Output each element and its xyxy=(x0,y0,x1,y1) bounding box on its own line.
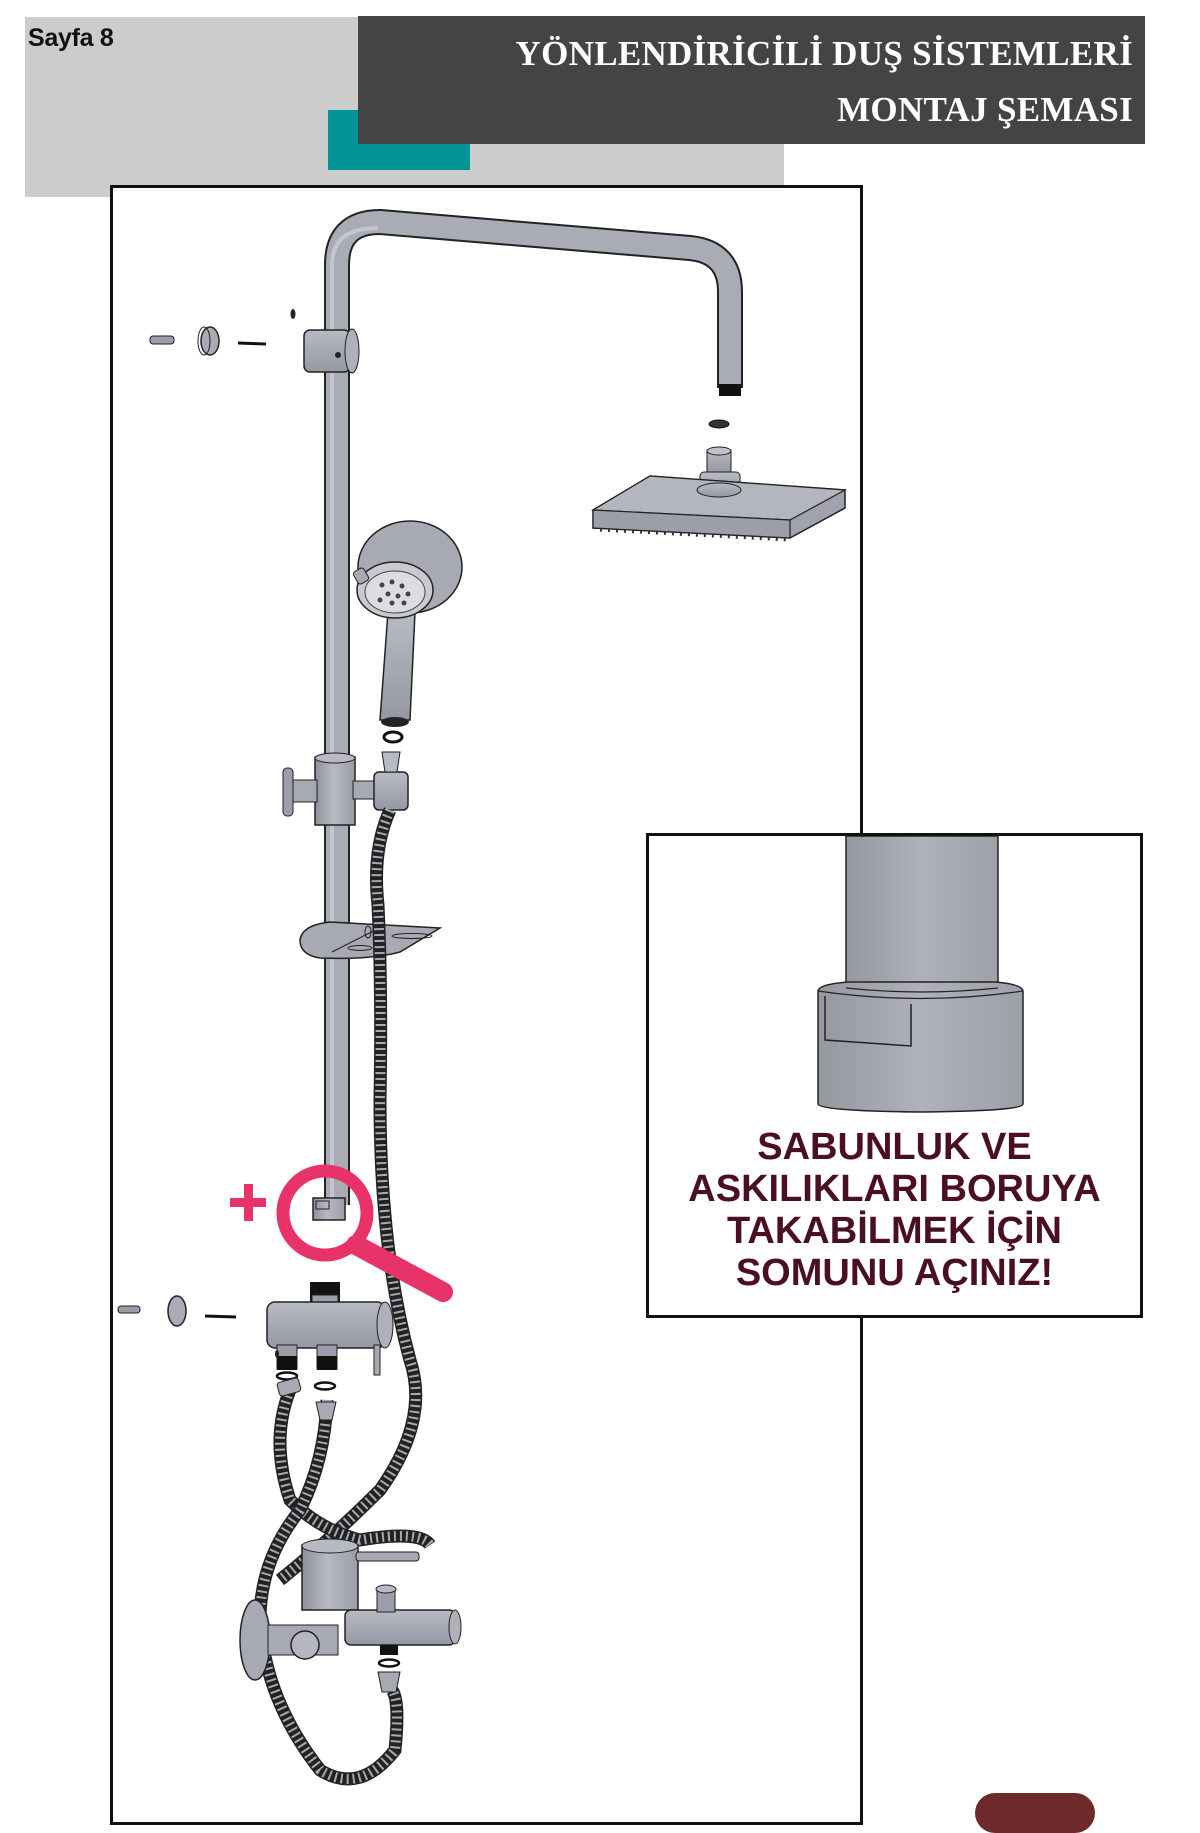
nut-closeup-illustration xyxy=(817,836,1024,1113)
slider-holder xyxy=(282,751,409,826)
diverter xyxy=(117,1282,394,1421)
bottom-nav-pill[interactable] xyxy=(975,1793,1095,1833)
flexible-hoses xyxy=(253,807,436,1786)
title-line-1: YÖNLENDİRİCİLİ DUŞ SİSTEMLERİ xyxy=(515,34,1133,73)
hand-shower xyxy=(352,520,463,744)
lock-nut xyxy=(312,1197,346,1221)
top-wall-bracket xyxy=(149,309,360,374)
callout-line-4: SOMUNU AÇINIZ! xyxy=(735,1252,1054,1294)
page-number-label: Sayfa 8 xyxy=(28,24,114,52)
shower-arm xyxy=(324,209,743,1205)
bath-mixer xyxy=(239,1538,462,1693)
callout-line-1: SABUNLUK VE xyxy=(757,1126,1032,1168)
title-banner: YÖNLENDİRİCİLİ DUŞ SİSTEMLERİ MONTAJ ŞEM… xyxy=(358,16,1145,144)
callout-line-2: ASKILIKLARI BORUYA xyxy=(688,1168,1101,1210)
callout-box: SABUNLUK VE ASKILIKLARI BORUYA TAKABİLME… xyxy=(646,833,1143,1318)
callout-line-3: TAKABİLMEK İÇİN xyxy=(727,1210,1062,1252)
callout-instruction-text: SABUNLUK VE ASKILIKLARI BORUYA TAKABİLME… xyxy=(649,1126,1140,1294)
soap-dish xyxy=(299,921,443,960)
magnifier-plus-icon xyxy=(230,1164,453,1302)
rain-shower-head xyxy=(590,419,848,542)
title-line-2: MONTAJ ŞEMASI xyxy=(837,90,1133,129)
